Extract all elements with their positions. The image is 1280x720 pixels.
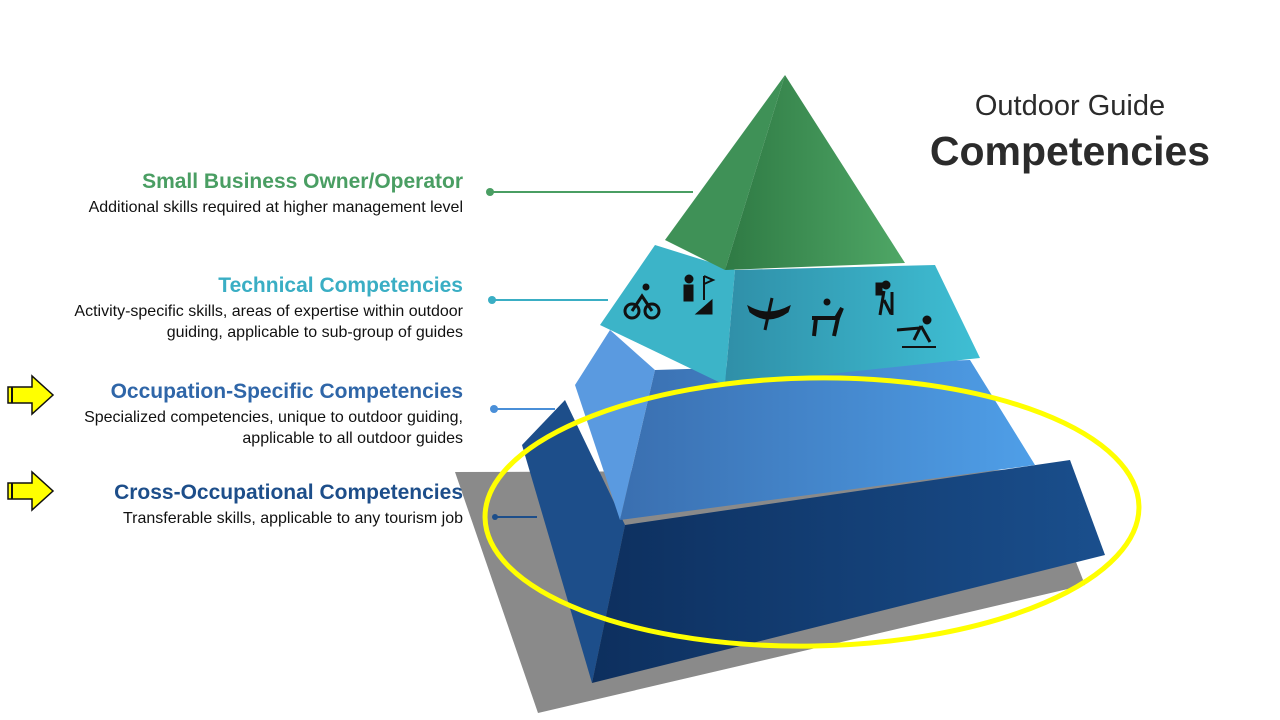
tier-label-occupation-specific: Occupation-Specific Competencies Special… (83, 380, 463, 449)
leader-line-cross-occupational (492, 514, 537, 520)
tier-small-business-left-face (665, 75, 785, 270)
leader-line-small-business (486, 188, 693, 196)
tier-heading: Cross-Occupational Competencies (114, 481, 463, 504)
tier-occupation-specific-left-face (575, 330, 655, 520)
highlight-arrow-cross-occupational (7, 470, 55, 512)
tier-heading: Occupation-Specific Competencies (110, 380, 463, 403)
tier-technical-front-face (725, 265, 980, 385)
leader-line-occupation-specific (490, 405, 555, 413)
title-line-2: Competencies (929, 128, 1211, 174)
cross-country-ski-icon (896, 315, 936, 348)
tier-technical-left-face (600, 245, 735, 385)
tier-cross-occupational-left-face (522, 400, 625, 683)
horseback-riding-icon (812, 298, 844, 337)
cycling-icon (623, 283, 661, 320)
tier-description: Specialized competencies, unique to outd… (84, 409, 463, 447)
leader-line-technical (488, 296, 608, 304)
tier-label-small-business: Small Business Owner/Operator Additional… (63, 170, 463, 218)
title-line-1: Outdoor Guide (974, 90, 1166, 122)
tier-small-business-right-face (725, 75, 905, 270)
tier-occupation-specific-front-face (620, 360, 1035, 520)
tier-description: Transferable skills, applicable to any t… (122, 510, 463, 527)
canoe-icon (747, 297, 791, 331)
hiking-icon (875, 280, 894, 316)
tier-label-cross-occupational: Cross-Occupational Competencies Transfer… (63, 481, 463, 529)
highlight-arrow-occupation-specific (7, 374, 55, 416)
tier-heading: Technical Competencies (218, 274, 463, 297)
highlight-ellipse (482, 375, 1142, 649)
tier-description: Activity-specific skills, areas of exper… (74, 303, 463, 341)
mountaineering-icon (683, 274, 716, 315)
tier-cross-occupational-front-face (592, 460, 1105, 683)
tier-description: Additional skills required at higher man… (88, 199, 463, 216)
tier-label-technical: Technical Competencies Activity-specific… (33, 274, 463, 343)
tier-heading: Small Business Owner/Operator (142, 170, 463, 193)
